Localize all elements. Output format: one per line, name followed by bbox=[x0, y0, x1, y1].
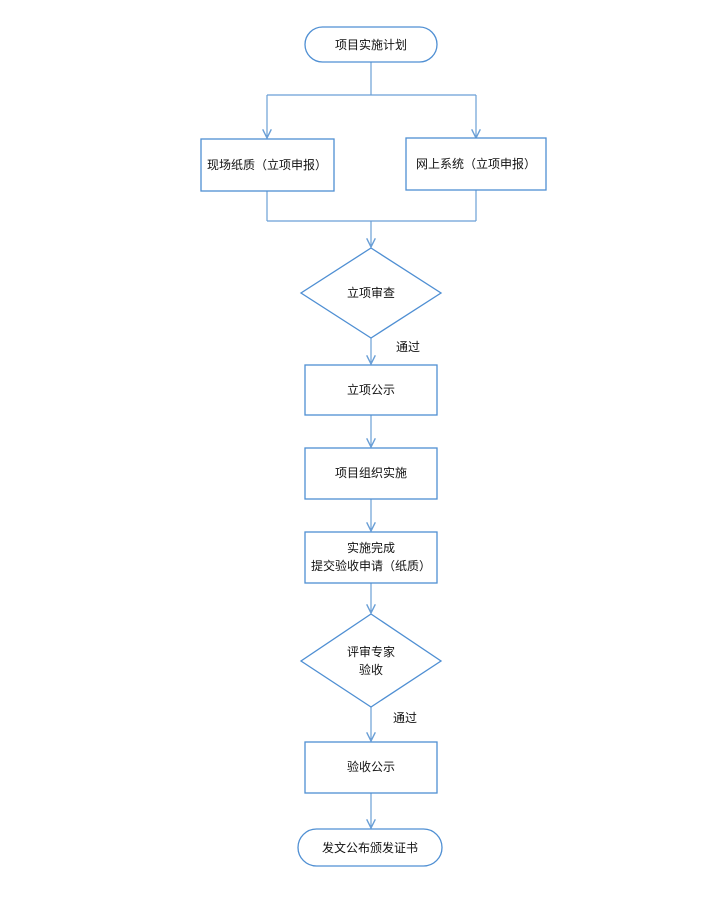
left-branch-box bbox=[200, 138, 335, 192]
complete-label-line-1: 实施完成 bbox=[347, 540, 395, 555]
right-branch-node: 网上系统（立项申报） bbox=[405, 137, 547, 191]
accept-publicity-box bbox=[304, 741, 438, 794]
start-terminator bbox=[304, 26, 438, 63]
accept-publicity-label: 验收公示 bbox=[347, 759, 395, 774]
decision-2-node: 评审专家 验收 bbox=[299, 613, 443, 708]
pass-label-1: 通过 bbox=[396, 340, 420, 354]
decision-1-node: 立项审查 bbox=[299, 247, 443, 339]
organize-box bbox=[304, 447, 438, 500]
publicity-node: 立项公示 bbox=[304, 364, 438, 416]
organize-label: 项目组织实施 bbox=[335, 465, 407, 480]
publicity-box bbox=[304, 364, 438, 416]
decision-2-diamond bbox=[299, 613, 443, 708]
decision-1-label: 立项审查 bbox=[347, 285, 395, 300]
start-label: 项目实施计划 bbox=[335, 37, 407, 52]
decision-2-label-line-2: 验收 bbox=[359, 662, 383, 677]
complete-box bbox=[304, 531, 438, 584]
end-terminator bbox=[297, 828, 443, 867]
decision-2-label-line-1: 评审专家 bbox=[347, 644, 395, 659]
complete-label-line-2: 提交验收申请（纸质） bbox=[311, 558, 431, 573]
complete-node: 实施完成 提交验收申请（纸质） bbox=[304, 531, 438, 584]
pass-label-2: 通过 bbox=[393, 711, 417, 725]
end-node: 发文公布颁发证书 bbox=[297, 828, 443, 867]
decision-1-diamond bbox=[299, 247, 443, 339]
connectors bbox=[267, 62, 476, 828]
left-branch-label: 现场纸质（立项申报） bbox=[207, 157, 327, 172]
accept-publicity-node: 验收公示 bbox=[304, 741, 438, 794]
end-label: 发文公布颁发证书 bbox=[322, 840, 418, 855]
right-branch-label: 网上系统（立项申报） bbox=[416, 156, 536, 171]
organize-node: 项目组织实施 bbox=[304, 447, 438, 500]
publicity-label: 立项公示 bbox=[347, 382, 395, 397]
left-branch-node: 现场纸质（立项申报） bbox=[200, 138, 335, 192]
start-node: 项目实施计划 bbox=[304, 26, 438, 63]
right-branch-box bbox=[405, 137, 547, 191]
